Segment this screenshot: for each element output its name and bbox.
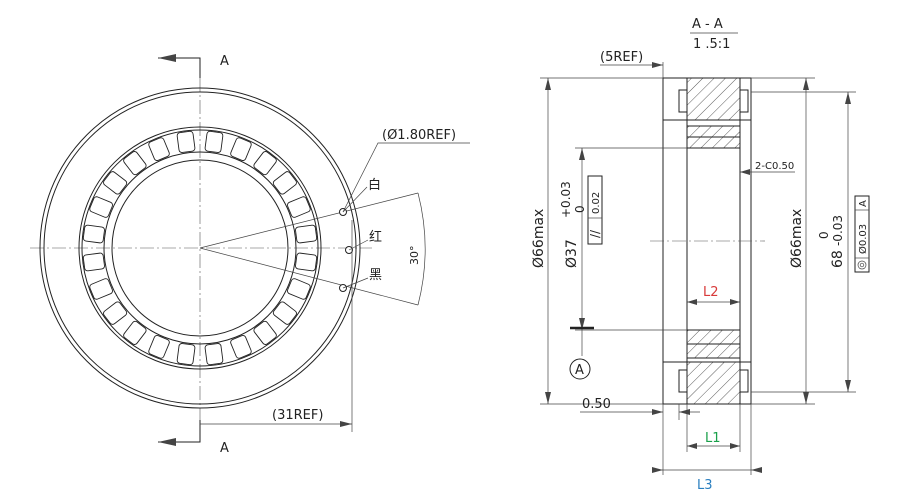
- od-right-label: Ø66max: [789, 209, 805, 268]
- flatness-frame: [587, 175, 603, 245]
- section-line-bottom: [158, 420, 201, 443]
- front-view: A A (Ø1.80REF) 白 红 黑 30° (31REF): [30, 54, 470, 456]
- stator-teeth: [82, 130, 318, 366]
- l2-label: L2: [703, 285, 719, 300]
- stator-tooth: [148, 335, 170, 359]
- section-letter-top: A: [220, 54, 229, 69]
- stator-tooth: [148, 137, 170, 161]
- section-letter-bottom: A: [220, 441, 229, 456]
- section-line-top: [158, 57, 201, 78]
- wire-diameter-label: (Ø1.80REF): [382, 128, 456, 143]
- wire-red-label: 红: [369, 229, 382, 245]
- flatness-value: 0.02: [591, 192, 602, 214]
- rotor-outer: [103, 151, 297, 345]
- stator-tooth: [253, 320, 277, 345]
- stator-tooth: [89, 196, 113, 218]
- flatness-icon: //: [588, 229, 602, 238]
- stator-tooth: [287, 278, 311, 300]
- concentricity-icon: [857, 260, 867, 270]
- rotor-inner: [111, 159, 289, 337]
- stator-tooth: [272, 171, 297, 195]
- concentricity-value: Ø0.03: [857, 224, 869, 254]
- concentricity-frame: [854, 195, 870, 273]
- od-68-label: 68: [830, 250, 846, 268]
- width-ref-label: (31REF): [272, 408, 323, 423]
- stator-tooth: [287, 196, 311, 218]
- stator-tooth: [82, 252, 105, 272]
- concentricity-datum: A: [858, 200, 869, 207]
- outer-circle: [39, 87, 361, 409]
- l3-label: L3: [697, 478, 713, 493]
- stator-tooth: [123, 320, 147, 345]
- stator-tooth: [103, 301, 128, 325]
- section-title: A - A: [692, 17, 723, 32]
- stator-tooth: [272, 301, 297, 325]
- stator-tooth: [89, 278, 113, 300]
- od-left-label: Ø66max: [531, 209, 547, 268]
- stator-tooth: [230, 137, 252, 161]
- id-tol-upper: +0.03: [559, 181, 573, 218]
- top-stator-block: [686, 77, 741, 121]
- bottom-stator-block: [686, 361, 741, 405]
- od-68-upper: 0: [817, 231, 831, 239]
- ref-5-label: (5REF): [600, 50, 643, 65]
- wire-white-label: 白: [368, 177, 381, 193]
- stator-tooth: [230, 335, 252, 359]
- datum-label: A: [575, 363, 584, 378]
- stator-outer-ring: [78, 126, 322, 370]
- stator-tooth: [204, 130, 224, 153]
- section-scale: 1 .5:1: [693, 37, 730, 52]
- stator-tooth: [176, 343, 196, 366]
- section-view: A - A 1 .5:1 (5REF) L2: [531, 17, 870, 493]
- l1-label: L1: [705, 431, 721, 446]
- stator-tooth: [295, 252, 318, 272]
- wire-black-label: 黑: [369, 268, 382, 283]
- stator-tooth: [295, 224, 318, 244]
- stator-tooth: [123, 151, 147, 176]
- chamfer-label: 2-C0.50: [755, 161, 794, 172]
- stator-tooth: [204, 343, 224, 366]
- stator-tooth: [82, 224, 105, 244]
- stator-tooth: [103, 171, 128, 195]
- stator-tooth: [253, 151, 277, 176]
- od-68-lower: -0.03: [831, 215, 845, 246]
- offset-label: 0.50: [582, 397, 611, 412]
- stator-tooth: [176, 130, 196, 153]
- angle-label: 30°: [408, 246, 421, 266]
- id-dia-label: Ø37: [564, 239, 580, 268]
- datum-circle: [569, 358, 591, 380]
- id-tol-lower: 0: [573, 205, 587, 213]
- lead-wires: [199, 142, 470, 306]
